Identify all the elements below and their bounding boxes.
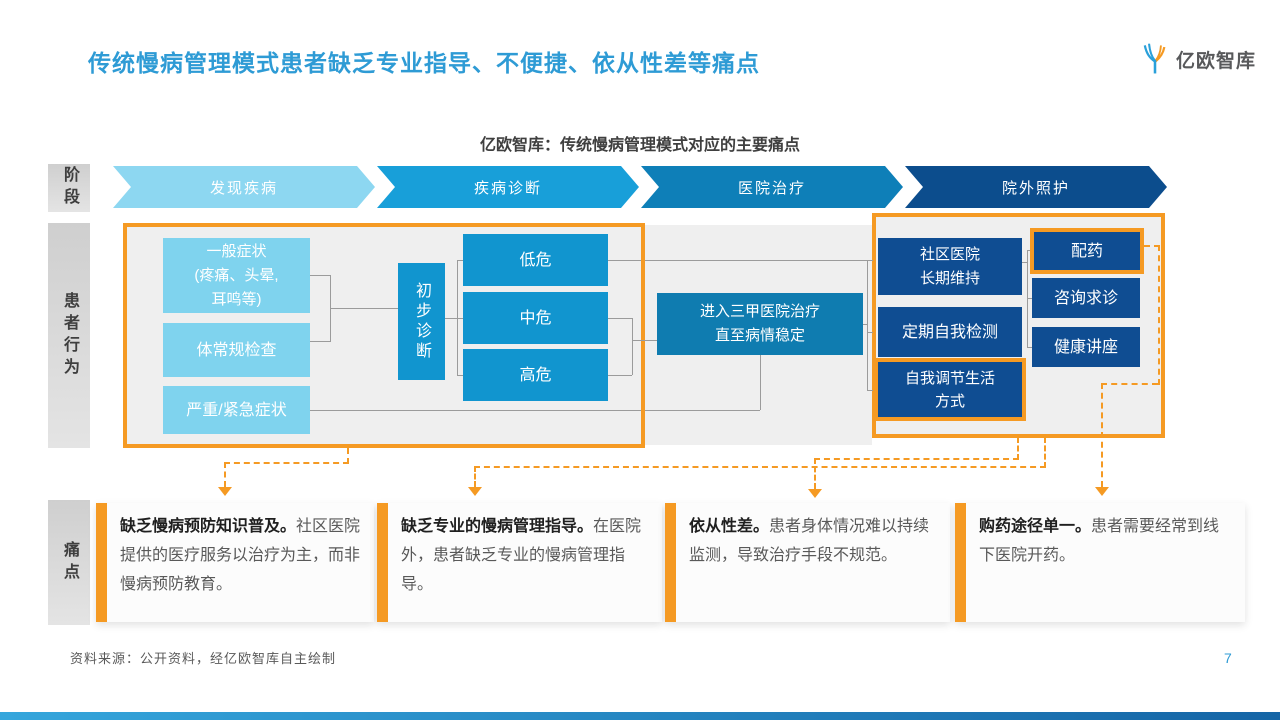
box-tertiary-hospital-treatment: 进入三甲医院治疗 直至病情稳定 — [657, 293, 863, 355]
connector-line — [457, 260, 463, 261]
side-label-stage: 阶段 — [48, 164, 90, 212]
connector-line — [608, 375, 632, 376]
pain-card-title: 缺乏慢病预防知识普及。 — [120, 518, 297, 535]
pain-card-text: 缺乏慢病预防知识普及。社区医院提供的医疗服务以治疗为主，而非慢病预防教育。 — [107, 503, 374, 622]
box-general-symptoms: 一般症状 (疼痛、头晕, 耳鸣等) — [163, 238, 310, 313]
connector-line — [310, 341, 330, 342]
arrow-down-icon — [808, 489, 822, 498]
connector-line — [608, 260, 641, 261]
pain-card-accent-bar — [955, 503, 966, 622]
pain-card-desc: 在医院外，患者缺乏专业的慢病管理指导。 — [401, 518, 642, 593]
pain-card-accent-bar — [665, 503, 676, 622]
source-note: 资料来源：公开资料，经亿欧智库自主绘制 — [70, 651, 337, 666]
connector-line — [867, 260, 868, 390]
connector-line — [867, 260, 873, 261]
connector-line — [310, 410, 641, 411]
dashed-connector — [1044, 437, 1046, 468]
diagram-subtitle: 亿欧智库：传统慢病管理模式对应的主要痛点 — [479, 137, 800, 154]
pain-card-1: 缺乏慢病预防知识普及。社区医院提供的医疗服务以治疗为主，而非慢病预防教育。 — [96, 503, 374, 622]
dashed-connector — [224, 462, 349, 464]
logo: 亿欧智库 — [1138, 42, 1256, 76]
box-self-adjust-lifestyle: 自我调节生活 方式 — [874, 358, 1026, 421]
dashed-connector — [1101, 383, 1103, 487]
connector-line — [863, 324, 868, 325]
box-community-hospital-maintain: 社区医院 长期维持 — [878, 238, 1022, 295]
dashed-connector — [224, 462, 226, 487]
stage-arrow-discover: 发现疾病 — [113, 166, 375, 208]
page-number: 7 — [1224, 650, 1232, 666]
connector-line — [760, 355, 761, 410]
box-low-risk: 低危 — [463, 234, 608, 286]
pain-card-text: 依从性差。患者身体情况难以持续监测，导致治疗手段不规范。 — [676, 503, 950, 622]
pain-card-4: 购药途径单一。患者需要经常到线下医院开药。 — [955, 503, 1245, 622]
connector-line — [867, 332, 873, 333]
eo-logo-icon — [1143, 43, 1166, 74]
pain-card-3: 依从性差。患者身体情况难以持续监测，导致治疗手段不规范。 — [665, 503, 950, 622]
box-high-risk: 高危 — [463, 349, 608, 401]
dashed-connector — [1017, 437, 1019, 460]
box-dispense-medicine: 配药 — [1030, 228, 1144, 274]
connector-line — [608, 318, 632, 319]
connector-line — [632, 318, 633, 375]
connector-line — [330, 308, 398, 309]
connector-line — [632, 340, 657, 341]
connector-line — [457, 318, 463, 319]
connector-line — [645, 410, 760, 411]
page-title: 传统慢病管理模式患者缺乏专业指导、不便捷、依从性差等痛点 — [88, 50, 760, 76]
pain-card-text: 缺乏专业的慢病管理指导。在医院外，患者缺乏专业的慢病管理指导。 — [388, 503, 662, 622]
connector-line — [457, 375, 463, 376]
dashed-connector — [1144, 245, 1160, 247]
stage-arrow-row: 发现疾病 疾病诊断 医院治疗 院外照护 — [113, 166, 1167, 208]
connector-line — [1027, 298, 1032, 299]
box-consult: 咨询求诊 — [1032, 278, 1140, 318]
box-regular-self-test: 定期自我检测 — [878, 307, 1022, 357]
dashed-connector — [814, 458, 1019, 460]
pain-card-desc: 患者身体情况难以持续监测，导致治疗手段不规范。 — [689, 518, 930, 564]
dashed-connector — [347, 448, 349, 464]
pain-card-title: 依从性差。 — [689, 518, 770, 535]
arrow-down-icon — [218, 487, 232, 496]
bottom-accent-bar — [0, 712, 1280, 720]
box-health-lecture: 健康讲座 — [1032, 327, 1140, 367]
box-severe-symptoms: 严重/紧急症状 — [163, 386, 310, 434]
connector-line — [310, 275, 330, 276]
pain-card-accent-bar — [96, 503, 107, 622]
connector-line — [867, 390, 873, 391]
pain-card-2: 缺乏专业的慢病管理指导。在医院外，患者缺乏专业的慢病管理指导。 — [377, 503, 662, 622]
arrow-down-icon — [468, 487, 482, 496]
pain-card-desc: 社区医院提供的医疗服务以治疗为主，而非慢病预防教育。 — [120, 518, 361, 593]
logo-text: 亿欧智库 — [1176, 50, 1257, 72]
dashed-connector — [474, 466, 1046, 468]
connector-line — [645, 260, 867, 261]
dashed-connector — [1158, 245, 1160, 385]
pain-card-title: 缺乏专业的慢病管理指导。 — [401, 518, 594, 535]
connector-line — [445, 318, 457, 319]
pain-card-text: 购药途径单一。患者需要经常到线下医院开药。 — [966, 503, 1245, 622]
stage-arrow-out-of-hospital-care: 院外照护 — [905, 166, 1167, 208]
connector-line — [1027, 250, 1032, 251]
pain-card-desc: 患者需要经常到线下医院开药。 — [979, 518, 1220, 564]
side-label-patient-behavior: 患者行为 — [48, 223, 90, 448]
pain-card-title: 购药途径单一。 — [979, 518, 1092, 535]
dashed-connector — [474, 466, 476, 487]
box-routine-check: 体常规检查 — [163, 323, 310, 377]
connector-line — [1022, 262, 1027, 263]
side-label-pain-points: 痛点 — [48, 500, 90, 625]
dashed-connector — [1101, 383, 1158, 385]
pain-card-accent-bar — [377, 503, 388, 622]
stage-arrow-diagnosis: 疾病诊断 — [377, 166, 639, 208]
connector-line — [1027, 347, 1032, 348]
box-initial-diagnosis: 初步诊断 — [398, 263, 445, 380]
box-mid-risk: 中危 — [463, 292, 608, 344]
stage-arrow-hospital-treatment: 医院治疗 — [641, 166, 903, 208]
arrow-down-icon — [1095, 487, 1109, 496]
dashed-connector — [814, 458, 816, 489]
